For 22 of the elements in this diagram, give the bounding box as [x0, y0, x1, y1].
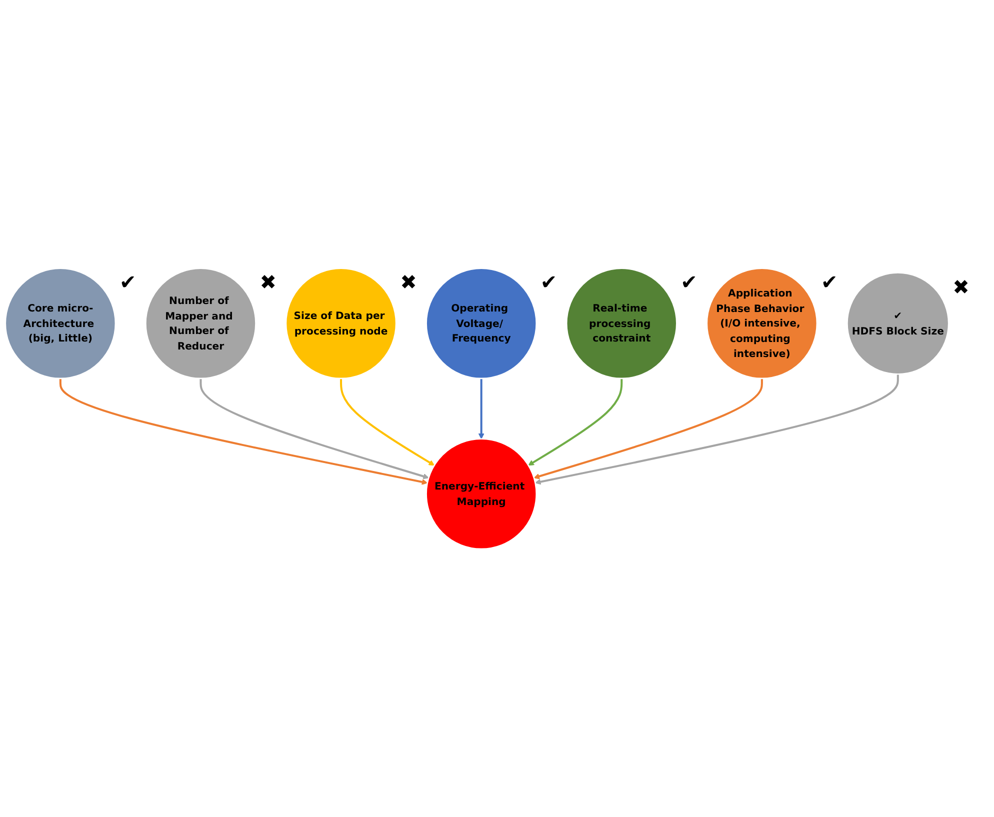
node-circle: Number of Mapper and Number of Reducer	[145, 268, 256, 379]
arrow	[534, 378, 763, 480]
arrow	[59, 378, 428, 485]
node-circle: Size of Data per processing node	[285, 268, 397, 379]
node-circle: ✔ HDFS Block Size	[846, 272, 950, 375]
node-circle: Application Phase Behavior (I/O intensive, computing intensive)	[706, 268, 818, 379]
mark-symbol: ✔	[680, 272, 698, 292]
arrow	[340, 378, 435, 466]
node-circle: Energy-Efficient Mapping	[426, 438, 538, 550]
mark-symbol: ✖	[400, 272, 417, 292]
mark-symbol: ✔	[119, 272, 136, 292]
arrow	[534, 374, 899, 485]
node-circle: Core micro-Architecture (big, Little)	[4, 268, 116, 379]
arrow	[200, 378, 429, 480]
mark-symbol: ✖	[260, 272, 277, 292]
arrow	[528, 378, 623, 466]
mark-symbol: ✖	[952, 276, 970, 297]
arrow	[478, 378, 484, 439]
mark-symbol: ✔	[540, 272, 558, 292]
node-circle: Operating Voltage/ Frequency	[426, 268, 538, 379]
node-circle: Real-time processing constraint	[566, 268, 678, 379]
mark-symbol: ✔	[820, 272, 838, 292]
